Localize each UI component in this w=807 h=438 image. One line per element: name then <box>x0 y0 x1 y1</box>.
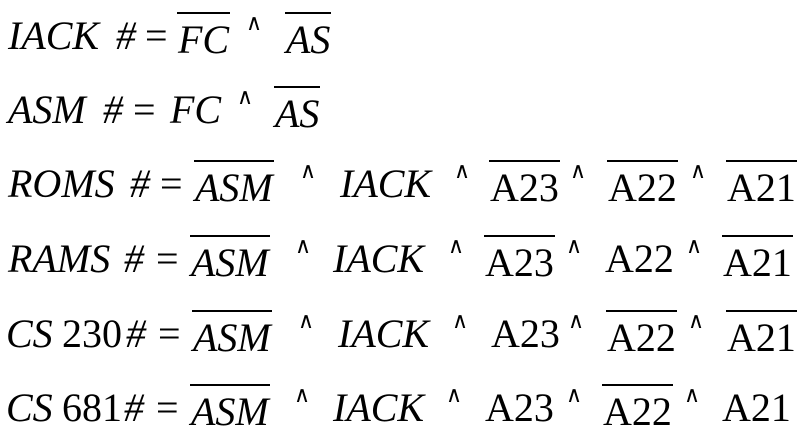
term-asm-inverted: ASM <box>192 310 272 364</box>
and-operator: ∧ <box>566 233 583 258</box>
and-operator: ∧ <box>570 158 587 183</box>
term-a21-inverted: A21 <box>726 310 797 364</box>
signal-name: CS <box>6 385 53 430</box>
active-low-mark: # <box>116 13 136 58</box>
and-operator: ∧ <box>684 382 701 407</box>
and-operator: ∧ <box>568 308 585 333</box>
active-low-mark: # <box>103 87 123 132</box>
active-low-mark: # <box>124 385 144 430</box>
active-low-mark: # <box>126 311 146 356</box>
equation-roms: ROMS # = ASM ∧ IACK ∧ A23 ∧ A22 ∧ A21 <box>0 154 807 214</box>
term-a22-inverted: A22 <box>607 160 678 214</box>
equation-cs681: CS 681 # = ASM ∧ IACK ∧ A23 ∧ A22 ∧ A21 <box>0 378 807 438</box>
active-low-mark: # <box>124 236 144 281</box>
and-operator: ∧ <box>300 158 317 183</box>
equals-sign: = <box>158 311 181 356</box>
term-a22-inverted: A22 <box>606 310 677 364</box>
term-asm-inverted: ASM <box>190 384 270 438</box>
term-asm-inverted: ASM <box>194 160 274 214</box>
term-a22: A22 <box>605 236 674 281</box>
term-iack: IACK <box>333 236 425 281</box>
term-fc: FC <box>170 87 222 132</box>
equation-iack: IACK # = FC ∧ AS <box>0 6 807 66</box>
and-operator: ∧ <box>246 10 263 35</box>
and-operator: ∧ <box>295 233 312 258</box>
term-a23-inverted: A23 <box>489 160 560 214</box>
and-operator: ∧ <box>237 84 254 109</box>
signal-name: CS <box>6 311 53 356</box>
term-a21-inverted: A21 <box>726 160 797 214</box>
equals-sign: = <box>133 87 156 132</box>
and-operator: ∧ <box>688 308 705 333</box>
term-a21: A21 <box>722 385 791 430</box>
term-a23: A23 <box>491 311 560 356</box>
and-operator: ∧ <box>690 158 707 183</box>
signal-name: ASM <box>8 87 86 132</box>
signal-number: 681 <box>62 385 122 430</box>
equation-rams: RAMS # = ASM ∧ IACK ∧ A23 ∧ A22 ∧ A21 <box>0 229 807 289</box>
and-operator: ∧ <box>566 382 583 407</box>
term-fc-inverted: FC <box>177 12 231 66</box>
and-operator: ∧ <box>452 308 469 333</box>
signal-name: ROMS <box>8 161 115 206</box>
signal-number: 230 <box>62 311 122 356</box>
active-low-mark: # <box>130 161 150 206</box>
term-iack: IACK <box>340 161 432 206</box>
equals-sign: = <box>145 13 168 58</box>
term-a21-inverted: A21 <box>722 235 793 289</box>
term-as-inverted: AS <box>285 12 332 66</box>
term-as-inverted: AS <box>274 86 321 140</box>
and-operator: ∧ <box>454 158 471 183</box>
and-operator: ∧ <box>448 233 465 258</box>
term-a23: A23 <box>485 385 554 430</box>
equals-sign: = <box>160 161 183 206</box>
equation-asm: ASM # = FC ∧ AS <box>0 80 807 140</box>
term-a23-inverted: A23 <box>484 235 555 289</box>
term-iack: IACK <box>338 311 430 356</box>
and-operator: ∧ <box>298 308 315 333</box>
equals-sign: = <box>156 385 179 430</box>
equals-sign: = <box>156 236 179 281</box>
term-asm-inverted: ASM <box>190 235 270 289</box>
and-operator: ∧ <box>294 382 311 407</box>
signal-name: RAMS <box>8 236 111 281</box>
equation-cs230: CS 230 # = ASM ∧ IACK ∧ A23 ∧ A22 ∧ A21 <box>0 304 807 364</box>
and-operator: ∧ <box>686 233 703 258</box>
term-iack: IACK <box>333 385 425 430</box>
and-operator: ∧ <box>446 382 463 407</box>
signal-name: IACK <box>8 13 100 58</box>
term-a22-inverted: A22 <box>602 384 673 438</box>
